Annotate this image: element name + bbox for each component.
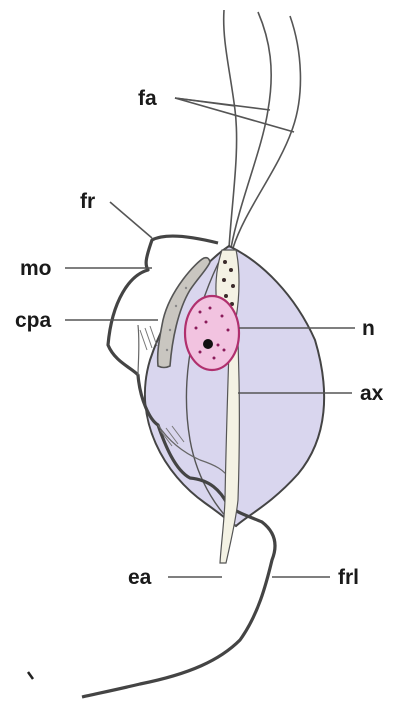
label-n: n — [362, 317, 375, 340]
label-ea: ea — [128, 566, 152, 589]
corner-mark — [28, 672, 33, 679]
flagellum-3 — [233, 16, 300, 248]
nucleolus — [203, 339, 213, 349]
nucleus — [185, 296, 239, 370]
anterior-flagella — [224, 10, 301, 248]
label-ax: ax — [360, 382, 384, 405]
label-cpa: cpa — [15, 309, 52, 332]
label-frl: frl — [338, 566, 359, 589]
label-fa: fa — [138, 87, 157, 110]
label-mo: mo — [20, 257, 52, 280]
label-fr: fr — [80, 190, 95, 213]
leader-fa-2 — [175, 98, 270, 110]
leader-fr — [110, 202, 152, 238]
flagellum-1 — [224, 10, 237, 248]
